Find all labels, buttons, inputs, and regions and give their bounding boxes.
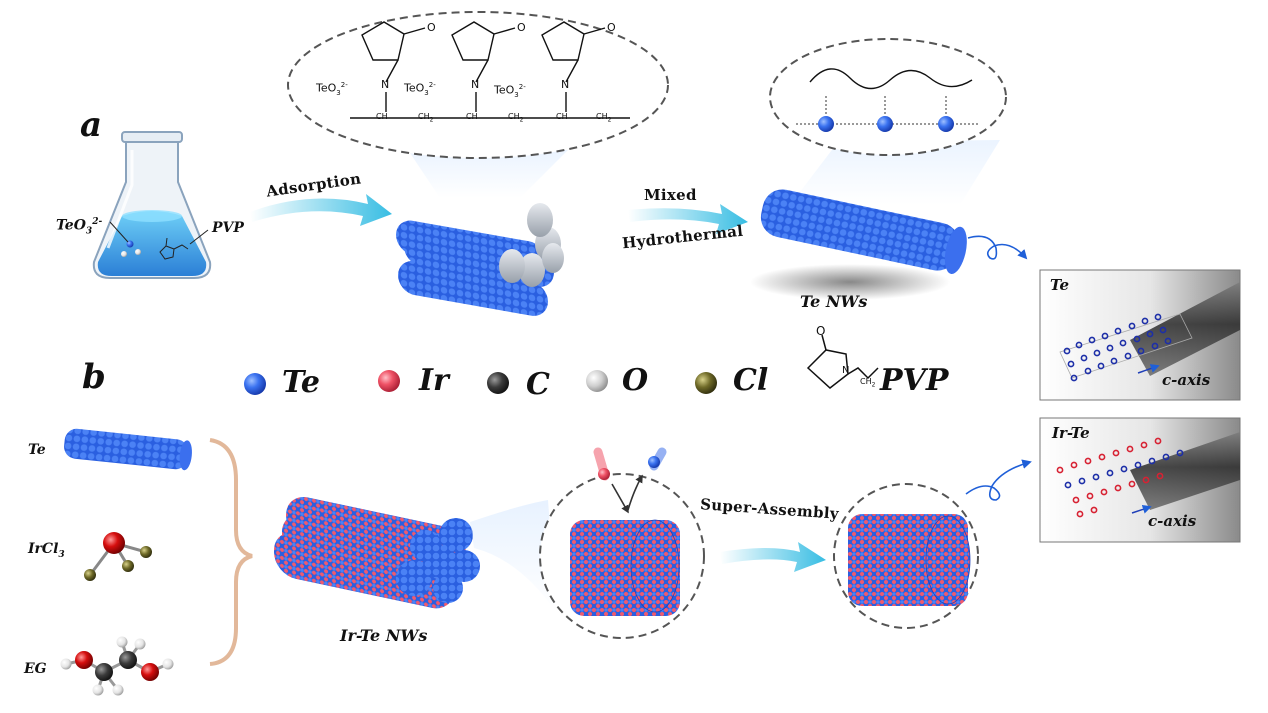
panel-label-a: a [80, 105, 103, 145]
chain-ch-1: CH [376, 112, 388, 121]
legend-pvp-ch2-sub: 2 [871, 381, 876, 389]
chain-ch-3: CH [556, 112, 568, 121]
flask-teo3-text: TeO [56, 217, 86, 234]
hydrothermal-arrow [628, 204, 748, 234]
legend-pvp-n: N [842, 365, 850, 376]
chain-teo3-3-sub: 3 [514, 90, 519, 99]
chain-o-3: O [607, 21, 616, 34]
reagent-ircl3-label: IrCl3 [28, 542, 65, 560]
chain-teo3-3-text: TeO [494, 83, 515, 97]
chain-teo3-2-text: TeO [404, 81, 425, 95]
panel-label-b: b [82, 357, 106, 397]
flask-teo3-sub: 3 [85, 226, 93, 237]
legend-pvp-label: PVP [880, 363, 949, 398]
legend-cl-label: Cl [733, 363, 769, 398]
te-coated-cylinder-bundle [396, 203, 564, 316]
chain-ch2-1: CH2 [418, 113, 433, 124]
legend-pvp-structure [806, 334, 879, 389]
chain-ch2-1-sub: 2 [429, 116, 434, 124]
legend-ir-label: Ir [419, 363, 449, 398]
chain-teo3-1-text: TeO [316, 81, 337, 95]
legend-pvp-ch2-text: CH [860, 377, 872, 386]
chain-teo3-2-sub: 3 [424, 88, 429, 97]
legend-pvp-o: O [816, 324, 826, 338]
chain-ch2-3-sub: 2 [607, 116, 612, 124]
chain-teo3-1-sup: 2- [340, 81, 348, 89]
irte-zoom-cone [470, 500, 556, 612]
mixed-label: Mixed [644, 186, 697, 204]
te-nanowire [750, 189, 967, 300]
reagent-ircl3-text: IrCl [28, 541, 59, 557]
legend-c-sphere [487, 372, 509, 394]
flask-teo3-sup: 2- [92, 217, 103, 227]
chain-n-1: N [381, 78, 390, 91]
tem-irte-axis: c-axis [1148, 512, 1197, 530]
ordered-irte-zoom [833, 483, 979, 629]
reagent-eg-label: EG [24, 661, 47, 677]
legend-te-label: Te [282, 365, 320, 400]
chain-o-2: O [517, 21, 526, 34]
tem-te-axis: c-axis [1162, 371, 1211, 389]
tem-image-te [1039, 269, 1241, 401]
legend-pvp-ch2: CH2 [860, 378, 875, 389]
legend-te-sphere [244, 373, 266, 395]
reagent-ircl3-sub: 3 [58, 549, 65, 560]
irte-nanowire-bundle [274, 496, 480, 609]
chain-ch2-2-sub: 2 [519, 116, 524, 124]
chain-ch2-2: CH2 [508, 113, 523, 124]
erlenmeyer-flask [92, 131, 212, 279]
tem-irte-title: Ir-Te [1052, 424, 1090, 442]
ircl3-molecule [84, 532, 152, 581]
adsorption-arrow [250, 194, 392, 226]
legend-cl-sphere [695, 372, 717, 394]
flask-teo3-label: TeO32- [56, 218, 102, 236]
legend-c-label: C [526, 367, 550, 402]
chain-ch2-3-text: CH [596, 112, 608, 121]
chain-teo3-1-sub: 3 [336, 88, 341, 97]
chain-ch-2: CH [466, 112, 478, 121]
irte-nws-label: Ir-Te NWs [340, 626, 428, 645]
chain-teo3-3-sup: 2- [518, 83, 526, 91]
chain-teo3-1: TeO32- [316, 82, 348, 97]
legend-o-sphere [586, 370, 608, 392]
tem-image-irte [1039, 417, 1241, 543]
pvp-chain-zoom [287, 11, 669, 198]
chain-teo3-3: TeO32- [494, 84, 526, 99]
chain-ch2-3: CH2 [596, 113, 611, 124]
chain-ch2-1-text: CH [418, 112, 430, 121]
legend-o-label: O [622, 363, 649, 398]
chain-n-3: N [561, 78, 570, 91]
cation-exchange-zoom [539, 447, 705, 639]
chain-teo3-2: TeO32- [404, 82, 436, 97]
te-helical-chain-zoom [769, 38, 1007, 205]
reagent-te-nanowire [64, 428, 192, 471]
reagent-te-label: Te [28, 442, 46, 458]
te-nws-label: Te NWs [800, 292, 868, 311]
curl-arrow-te [967, 235, 1028, 260]
curly-brace [209, 438, 253, 666]
chain-n-2: N [471, 78, 480, 91]
curl-arrow-irte [965, 459, 1032, 501]
flask-pvp-label: PVP [212, 220, 244, 236]
legend-ir-sphere [378, 370, 400, 392]
super-assembly-arrow [720, 542, 826, 572]
tem-te-title: Te [1050, 276, 1069, 294]
chain-ch2-2-text: CH [508, 112, 520, 121]
chain-teo3-2-sup: 2- [428, 81, 436, 89]
ethylene-glycol-molecule [60, 636, 174, 696]
chain-o-1: O [427, 21, 436, 34]
